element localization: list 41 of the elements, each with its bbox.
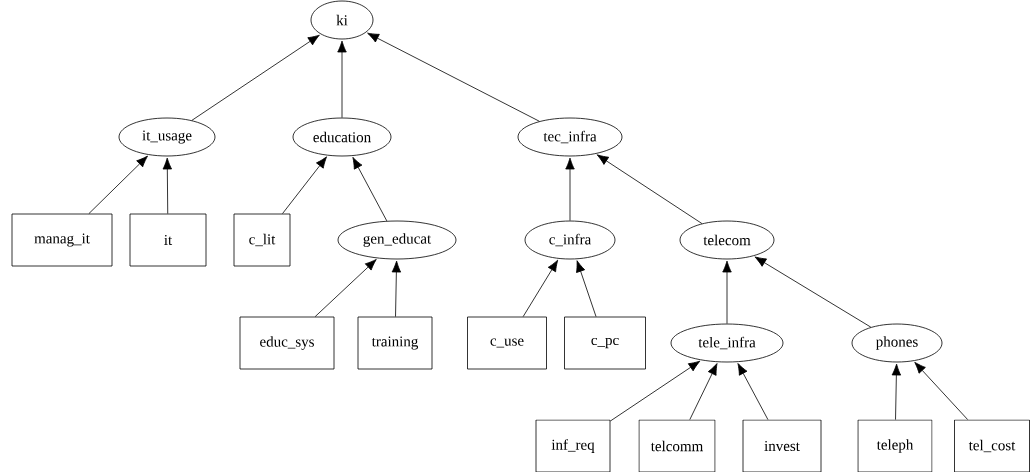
arrow: [754, 256, 872, 328]
ellipse-node: telecom: [679, 220, 775, 260]
box-node: it: [129, 213, 207, 267]
arrow: [689, 363, 718, 420]
ellipse-node: education: [292, 117, 392, 157]
box-node: inf_req: [535, 419, 611, 472]
box-node: invest: [742, 419, 822, 472]
arrow: [162, 157, 172, 214]
ellipse-node: phones: [851, 323, 943, 363]
arrow: [191, 34, 320, 121]
arrow: [565, 157, 575, 221]
arrow: [337, 40, 347, 118]
arrow: [522, 259, 559, 317]
arrow: [596, 154, 703, 224]
ellipse-node: tec_infra: [517, 117, 623, 157]
box-node: c_pc: [564, 316, 646, 370]
arrow: [891, 363, 902, 420]
box-node: telcomm: [638, 419, 716, 472]
box-node: manag_it: [11, 213, 113, 267]
box-node: tel_cost: [954, 419, 1030, 472]
box-node: teleph: [857, 419, 933, 472]
ellipse-node: gen_educat: [337, 220, 457, 260]
arrow: [391, 260, 402, 317]
arrow: [314, 259, 377, 317]
arrow: [722, 260, 732, 324]
arrow: [88, 155, 148, 214]
box-node: educ_sys: [239, 316, 335, 370]
arrow: [737, 363, 769, 420]
arrow: [352, 157, 388, 222]
box-node: c_use: [467, 316, 547, 370]
ellipse-node: it_usage: [118, 117, 216, 157]
arrow: [282, 156, 327, 214]
box-node: c_lit: [233, 213, 291, 267]
arrow: [367, 32, 540, 122]
arrow: [576, 260, 597, 317]
box-node: training: [357, 316, 433, 370]
arrow: [914, 361, 969, 420]
arrow: [610, 360, 701, 422]
ellipse-node: c_infra: [524, 220, 616, 260]
ellipse-node: tele_infra: [670, 323, 784, 363]
ellipse-node: ki: [310, 0, 374, 40]
